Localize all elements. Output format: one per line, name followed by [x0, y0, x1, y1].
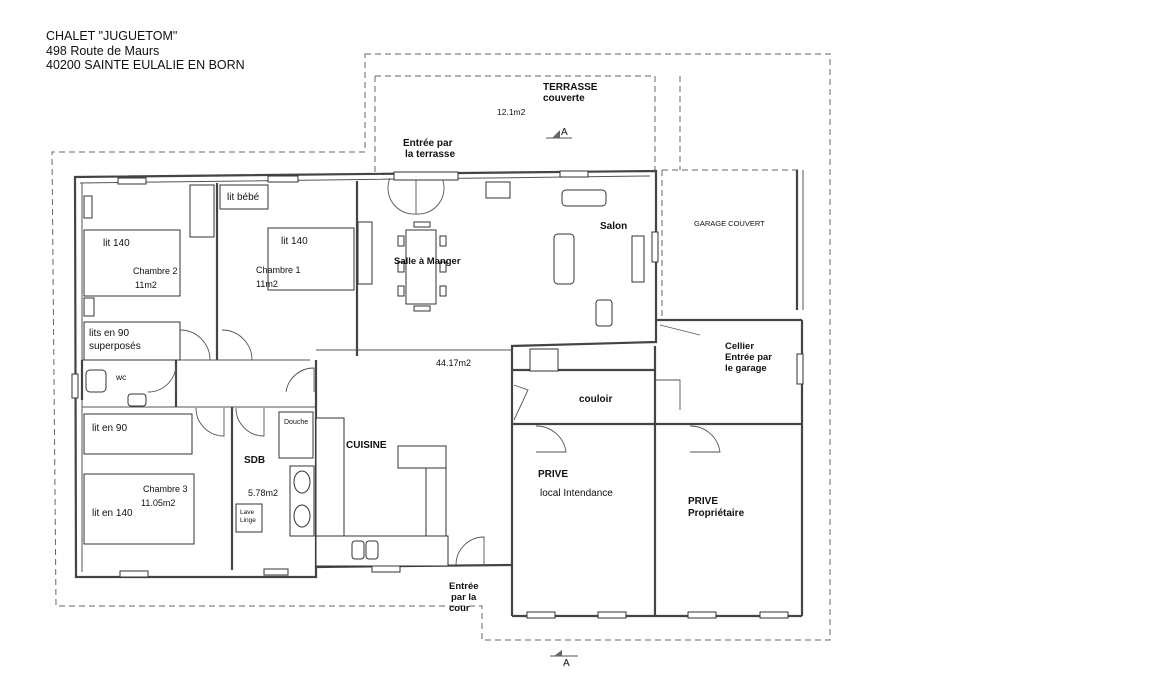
chambre2-label: Chambre 2 — [133, 266, 178, 276]
chambre3-label: Chambre 3 — [143, 484, 188, 494]
chambre1-label: Chambre 1 — [256, 265, 301, 275]
entree-cour-line2: par la — [451, 592, 477, 603]
terrasse-area: 12.1m2 — [497, 107, 526, 117]
couverte-label: couverte — [543, 93, 585, 104]
garage-label: GARAGE COUVERT — [694, 219, 765, 228]
lit140-chambre3: lit en 140 — [92, 508, 133, 519]
section-mark-bottom: A — [563, 658, 570, 669]
cellier-line3: le garage — [725, 363, 767, 374]
sdb-area: 5.78m2 — [248, 488, 278, 498]
plan-header: CHALET "JUGUETOM" 498 Route de Maurs 402… — [46, 29, 245, 73]
city-line: 40200 SAINTE EULALIE EN BORN — [46, 58, 245, 72]
salon-label: Salon — [600, 221, 627, 232]
local-intendance-label: local Intendance — [540, 488, 613, 499]
lave-linge-line2: Linge — [240, 517, 256, 524]
cellier-line1: Cellier — [725, 341, 754, 352]
proprietaire-label: Propriétaire — [688, 508, 745, 519]
chambre2-area: 11m2 — [135, 280, 157, 290]
couloir-label: couloir — [579, 394, 612, 405]
lit140-chambre2: lit 140 — [103, 238, 130, 249]
furniture — [83, 171, 645, 567]
doors — [147, 177, 721, 566]
entree-terrasse-line2: la terrasse — [405, 149, 455, 160]
lit140-chambre1: lit 140 — [281, 236, 308, 247]
prive2-label: PRIVE — [688, 496, 718, 507]
sdb-label: SDB — [244, 455, 265, 466]
chalet-name: CHALET "JUGUETOM" — [46, 29, 178, 43]
chambre1-area: 11m2 — [256, 279, 278, 289]
entree-cour-line3: cour — [449, 603, 470, 614]
lave-linge-line1: Lave — [240, 509, 254, 516]
lits90-line1: lits en 90 — [89, 328, 129, 339]
wc-label: wc — [115, 372, 127, 382]
salle-manger-label: Salle à Manger — [394, 256, 461, 267]
address-line: 498 Route de Maurs — [46, 43, 160, 58]
section-marker-top: A — [546, 127, 572, 139]
section-mark-top: A — [561, 127, 568, 138]
entree-terrasse-line1: Entrée par — [403, 138, 453, 149]
douche-label: Douche — [284, 419, 308, 426]
terrasse-label: TERRASSE — [543, 82, 598, 93]
room-labels: TERRASSE couverte 12.1m2 Entrée par la t… — [89, 82, 772, 614]
lits90-line2: superposés — [89, 341, 141, 352]
entree-cour-line1: Entrée — [449, 581, 479, 592]
lit-bebe-label: lit bébé — [227, 192, 260, 203]
cuisine-label: CUISINE — [346, 440, 387, 451]
cellier-line2: Entrée par — [725, 352, 772, 363]
property-boundary — [51, 53, 831, 641]
chambre3-area: 11.05m2 — [141, 498, 175, 508]
section-marker-bottom: A — [550, 650, 578, 669]
interior-walls — [80, 181, 802, 570]
prive1-label: PRIVE — [538, 469, 568, 480]
lit90-label: lit en 90 — [92, 423, 127, 434]
main-area-label: 44.17m2 — [436, 358, 471, 368]
windows — [71, 170, 804, 619]
